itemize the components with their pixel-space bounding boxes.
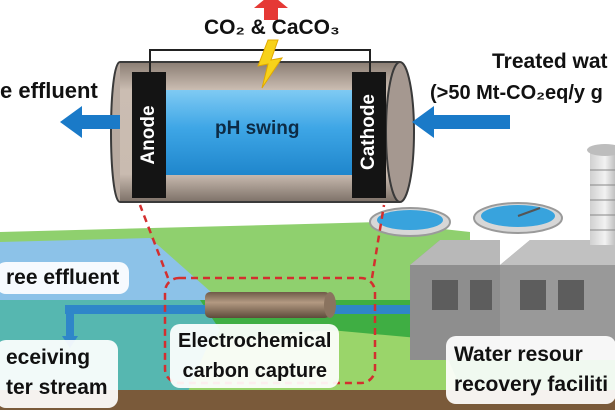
up-arrow-icon <box>254 0 288 8</box>
cathode-label: Cathode <box>358 94 379 170</box>
capture-label: Electrochemical carbon capture <box>170 324 340 388</box>
capture-label-line2: carbon capture <box>182 360 327 382</box>
tank-left-water <box>377 210 443 230</box>
receiving-stream-label: eceiving ter stream <box>0 340 118 408</box>
recovery-facility <box>369 144 615 360</box>
building-right <box>500 240 615 360</box>
building-window <box>432 280 458 310</box>
effluent-label: e effluent <box>0 78 98 103</box>
left-arrow-icon <box>412 106 434 138</box>
buried-reactor-end <box>324 292 336 318</box>
gas-arrow-shaft <box>264 6 278 20</box>
cathode-plate <box>352 72 386 198</box>
reactor-product-label: CO₂ & CaCO₃ <box>204 16 340 39</box>
anode-plate <box>132 72 166 198</box>
zoom-line-right <box>370 204 386 279</box>
facility-label-line1: Water resour <box>454 343 583 366</box>
ph-swing-label: pH swing <box>215 118 300 139</box>
building-right-roof <box>500 240 615 265</box>
treated-water-label: Treated wat <box>492 50 608 73</box>
free-effluent-label: ree effluent <box>0 262 130 294</box>
left-arrow-icon <box>60 106 82 138</box>
capture-zone-outline <box>163 276 377 385</box>
facility-label: Water resour recovery faciliti <box>446 336 615 404</box>
tank-bridge <box>517 207 541 217</box>
facility-label-line2: recovery faciliti <box>454 373 609 396</box>
reactor-end-cap <box>385 61 415 203</box>
lightning-icon <box>257 39 284 89</box>
digester-top <box>587 144 615 156</box>
influent-arrow <box>412 106 510 138</box>
building-window <box>470 280 492 310</box>
digester-tower <box>590 150 615 245</box>
capture-label-line1: Electrochemical <box>178 330 332 352</box>
zoom-line-left <box>138 204 170 279</box>
reactor <box>110 61 415 203</box>
treated-water-emissions-label: (>50 Mt-CO₂eq/y g <box>430 82 603 104</box>
receiving-stream-line1: eceiving <box>6 346 91 369</box>
receiving-stream-line2: ter stream <box>6 376 108 399</box>
building-left-roof <box>410 240 500 265</box>
building-window <box>558 280 584 310</box>
buried-reactor <box>205 292 330 318</box>
anode-label: Anode <box>138 105 159 165</box>
circuit-wire <box>149 49 371 72</box>
effluent-arrow <box>60 106 120 138</box>
building-window <box>520 280 546 310</box>
electrolyte-chamber <box>162 90 362 175</box>
